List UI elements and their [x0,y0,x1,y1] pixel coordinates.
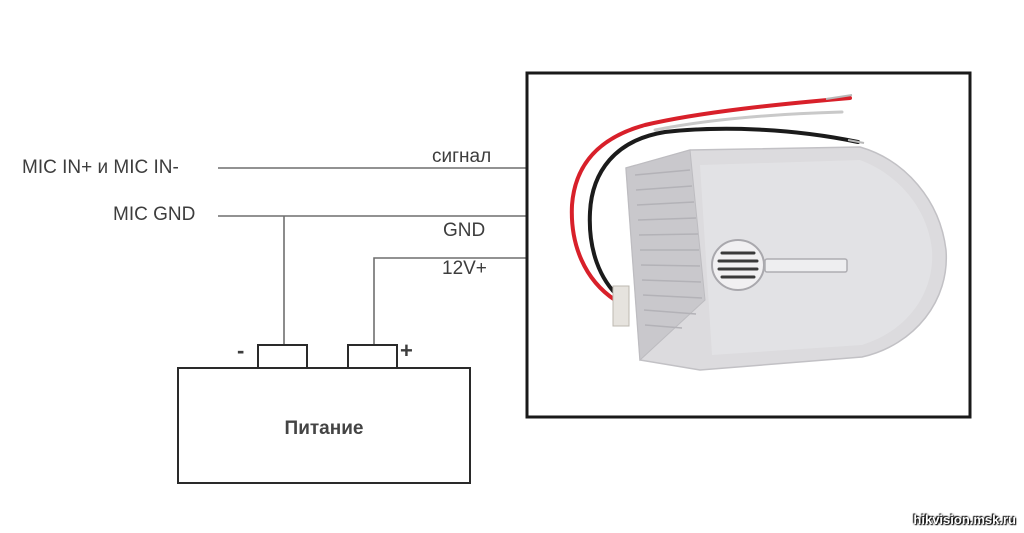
gnd-label: GND [443,220,486,241]
signal-label: сигнал [432,146,492,167]
mic-gnd-label: MIC GND [113,204,196,225]
v12-wire [373,257,527,345]
power-supply-box [177,367,471,484]
plus-terminal-label: + [400,338,413,363]
v12-label: 12V+ [442,258,487,279]
power-supply-label: Питание [284,418,364,439]
microphone-device-image [569,94,947,371]
mic-in-label: MIC IN+ и MIC IN- [22,157,179,178]
watermark: hikvision.msk.ru [913,512,1016,527]
plus-terminal [347,344,398,369]
minus-terminal-label: - [237,338,245,363]
minus-terminal [257,344,308,369]
